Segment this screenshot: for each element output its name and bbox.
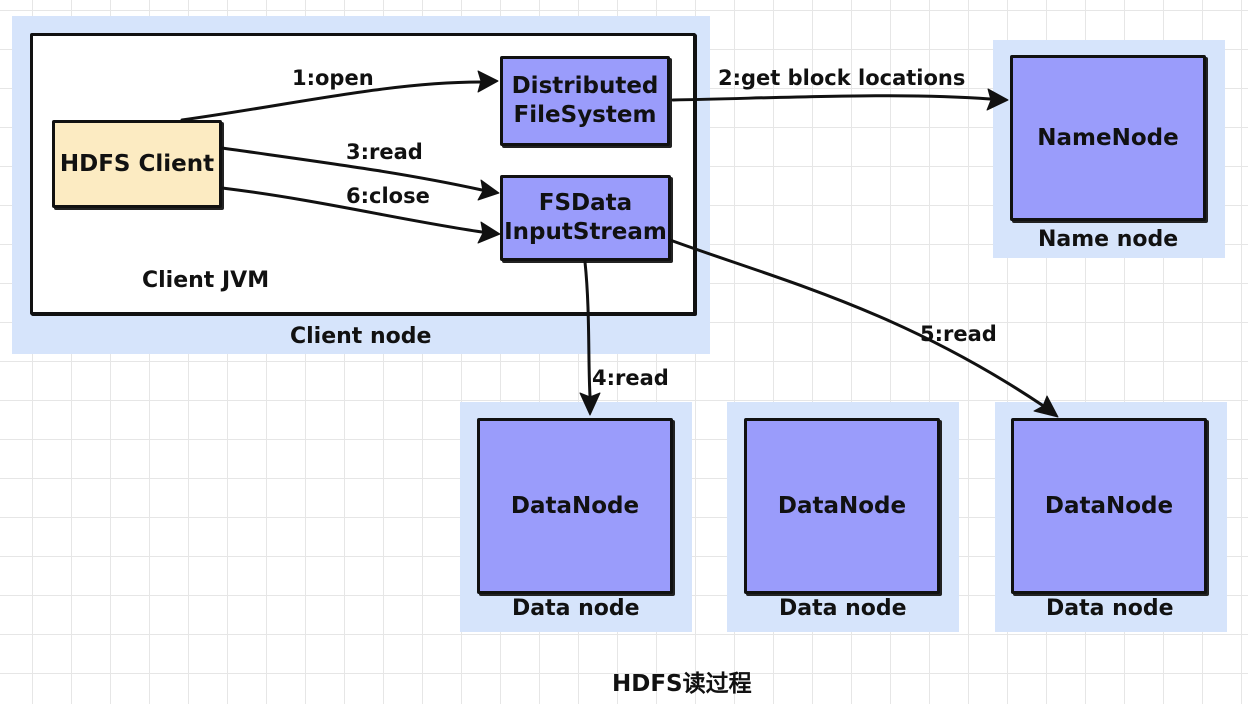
client-jvm-label: Client JVM	[142, 268, 270, 293]
distributed-filesystem-label-line1: Distributed	[511, 73, 659, 99]
data-node-label-3: Data node	[1046, 596, 1174, 621]
hdfs-client-label: HDFS Client	[59, 150, 215, 177]
edge-label-get-block-locations: 2:get block locations	[718, 66, 966, 90]
data-node-label-1: Data node	[512, 596, 640, 621]
fsdata-inputstream-node: FSData InputStream	[500, 175, 671, 261]
distributed-filesystem-label-line2: FileSystem	[513, 102, 657, 128]
fsdata-inputstream-label-line2: InputStream	[504, 219, 667, 245]
datanode-node-2: DataNode	[744, 418, 940, 594]
datanode-node-1: DataNode	[477, 418, 673, 594]
distributed-filesystem-node: Distributed FileSystem	[500, 56, 670, 146]
datanode-label-2: DataNode	[777, 492, 907, 519]
datanode-label-1: DataNode	[510, 492, 640, 519]
name-node-label: Name node	[1038, 227, 1179, 252]
client-node-label: Client node	[290, 324, 432, 349]
namenode-label: NameNode	[1037, 124, 1179, 151]
hdfs-client-node: HDFS Client	[52, 120, 222, 208]
edge-label-read-3: 3:read	[346, 140, 423, 164]
edge-label-open: 1:open	[292, 66, 374, 90]
edge-label-close-6: 6:close	[346, 184, 430, 208]
fsdata-inputstream-label-line1: FSData	[538, 190, 633, 216]
namenode-node: NameNode	[1010, 55, 1206, 221]
data-node-label-2: Data node	[779, 596, 907, 621]
edge-label-read-5: 5:read	[920, 322, 997, 346]
diagram-caption: HDFS读过程	[612, 671, 752, 697]
datanode-node-3: DataNode	[1011, 418, 1207, 594]
datanode-label-3: DataNode	[1044, 492, 1174, 519]
edge-label-read-4: 4:read	[592, 366, 669, 390]
edge-get-block-locations	[671, 94, 992, 102]
